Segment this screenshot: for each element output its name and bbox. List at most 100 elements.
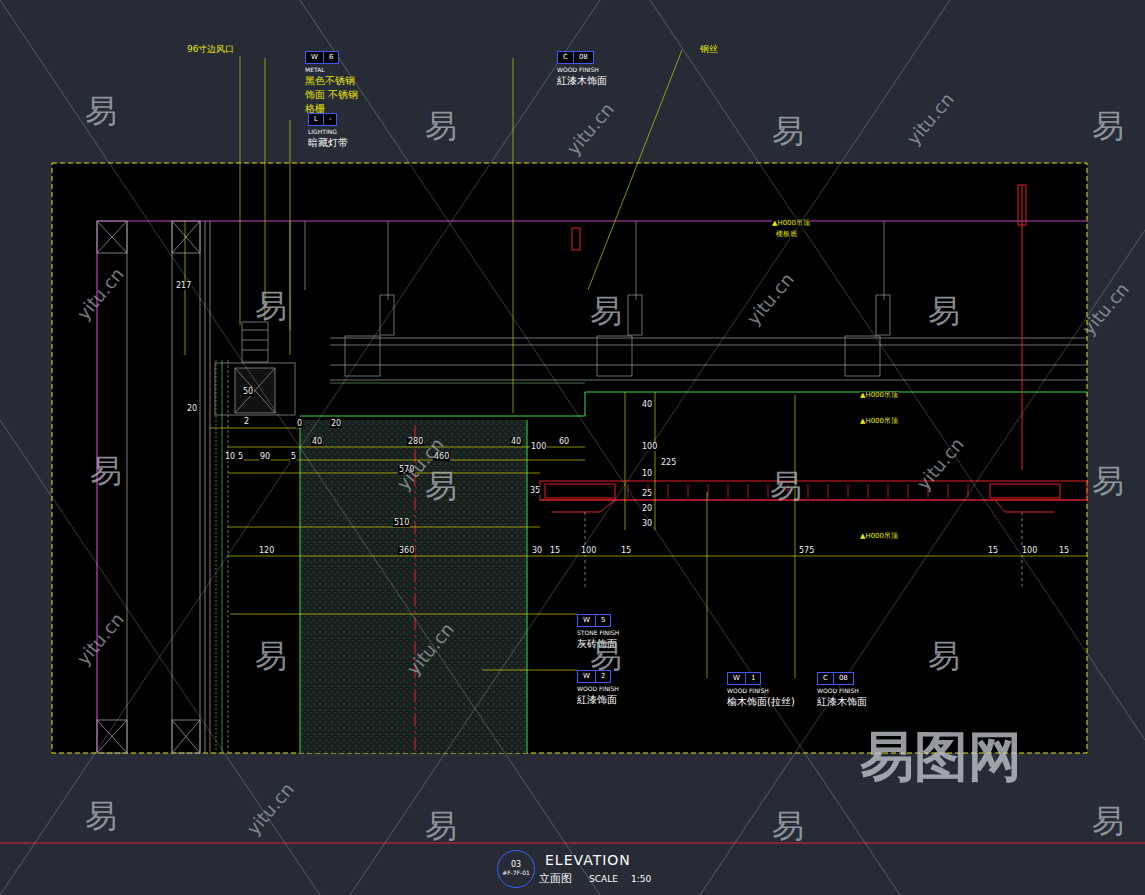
dimension: 225 (660, 459, 677, 467)
callout-note: 96寸边风口 (187, 45, 234, 54)
dimension: 100 (530, 443, 547, 451)
watermark: 易 (772, 115, 804, 147)
tag-letter: W (578, 615, 595, 626)
scale-text: 1:50 (631, 875, 651, 884)
finish-type: WOOD FINISH (817, 687, 867, 694)
watermark: 易 (255, 640, 287, 672)
watermark-logo: 易图网 (860, 730, 1022, 784)
sheet-number: #F-7F-01 (502, 870, 530, 877)
material-tag: C08WOOD FINISH紅漆木饰面 (817, 665, 867, 709)
material-tag: L- LIGHTING暗藏灯带 (308, 106, 348, 150)
dimension: 217 (175, 282, 192, 290)
tag-box: C08 (817, 672, 854, 685)
tag-number: 1 (745, 673, 760, 684)
dimension: 50 (242, 388, 254, 396)
watermark: 易 (772, 810, 804, 842)
dimension: 60 (558, 438, 570, 446)
dimension: 5 (290, 453, 297, 461)
level-marker: ▲H000吊顶 (860, 392, 898, 399)
watermark: 易 (1092, 110, 1124, 142)
finish-name: 紅漆木饰面 (817, 695, 867, 709)
dimension: 10 (641, 470, 653, 478)
tag-number: 2 (595, 671, 610, 682)
dimension: 100 (1021, 547, 1038, 555)
tag-letter: C (818, 673, 833, 684)
tag-number: 08 (833, 673, 853, 684)
finish-name: 榆木饰面(拉丝) (727, 695, 795, 709)
dimension: 0 (296, 420, 303, 428)
dimension: 35 (529, 487, 541, 495)
watermark: 易 (425, 110, 457, 142)
dimension: 15 (549, 547, 561, 555)
level-marker: ▲H000吊顶 (860, 418, 898, 425)
level-marker: ▲H000吊顶 (860, 533, 898, 540)
finish-type: METAL (305, 66, 361, 73)
tag-letter: W (728, 673, 745, 684)
finish-name: 黑色不锈钢饰面 不锈钢格栅 (305, 74, 361, 116)
watermark-url: yitu.cn (244, 780, 297, 838)
finish-name: 暗藏灯带 (308, 136, 348, 150)
watermark: 易 (425, 470, 457, 502)
drawing-number-bubble: 03#F-7F-01 (497, 850, 535, 888)
watermark: 易 (425, 810, 457, 842)
watermark: 易 (85, 800, 117, 832)
finish-name: 紅漆饰面 (577, 693, 619, 707)
tag-number: 5 (595, 615, 610, 626)
watermark: 易 (590, 640, 622, 672)
tag-box: W5 (577, 614, 611, 627)
dimension: 15 (620, 547, 632, 555)
watermark: 易 (85, 95, 117, 127)
dimension: 40 (641, 401, 653, 409)
tag-box: W1 (727, 672, 761, 685)
finish-name: 紅漆木饰面 (557, 74, 607, 88)
callout-note: 钢丝 (700, 45, 718, 54)
dimension: 30 (531, 547, 543, 555)
watermark: 易 (90, 455, 122, 487)
tag-number: 08 (573, 52, 593, 63)
tag-letter: L (309, 114, 323, 125)
dimension: 280 (407, 438, 424, 446)
watermark: 易 (770, 470, 802, 502)
tag-box: L- (308, 113, 337, 126)
finish-type: WOOD FINISH (727, 687, 795, 694)
material-tag: W6METAL黑色不锈钢饰面 不锈钢格栅 (305, 44, 361, 116)
dimension: 15 (1058, 547, 1070, 555)
dimension: 15 (987, 547, 999, 555)
watermark-url: yitu.cn (564, 100, 617, 158)
finish-type: LIGHTING (308, 128, 348, 135)
watermark: 易 (590, 295, 622, 327)
dimension: 20 (186, 405, 198, 413)
tag-number: 6 (323, 52, 338, 63)
detail-number: 03 (511, 861, 521, 870)
dimension: 360 (398, 547, 415, 555)
finish-type: WOOD FINISH (557, 66, 607, 73)
tag-box: W6 (305, 51, 339, 64)
tag-letter: W (306, 52, 323, 63)
watermark: 易 (255, 290, 287, 322)
dimension: 5 (237, 453, 244, 461)
dimension: 120 (258, 547, 275, 555)
dimension: 20 (641, 505, 653, 513)
dimension: 20 (330, 420, 342, 428)
dimension: 100 (641, 443, 658, 451)
dimension: 10 (224, 453, 236, 461)
dimension: 25 (641, 490, 653, 498)
watermark: 易 (1092, 805, 1124, 837)
title-chinese: 立面图 (539, 873, 572, 884)
dimension: 510 (393, 519, 410, 527)
drawing-title: ELEVATION (545, 853, 631, 867)
material-tag: W1WOOD FINISH榆木饰面(拉丝) (727, 665, 795, 709)
material-tag: C08WOOD FINISH紅漆木饰面 (557, 44, 607, 88)
scale-text: SCALE (589, 875, 618, 884)
tag-letter: W (578, 671, 595, 682)
level-marker: 楼板底 (776, 231, 797, 238)
watermark: 易 (928, 295, 960, 327)
dimension: 30 (641, 520, 653, 528)
dimension: 100 (580, 547, 597, 555)
finish-type: WOOD FINISH (577, 685, 619, 692)
tag-letter: C (558, 52, 573, 63)
tag-box: C08 (557, 51, 594, 64)
finish-type: STONE FINISH (577, 629, 619, 636)
dimension: 90 (259, 453, 271, 461)
